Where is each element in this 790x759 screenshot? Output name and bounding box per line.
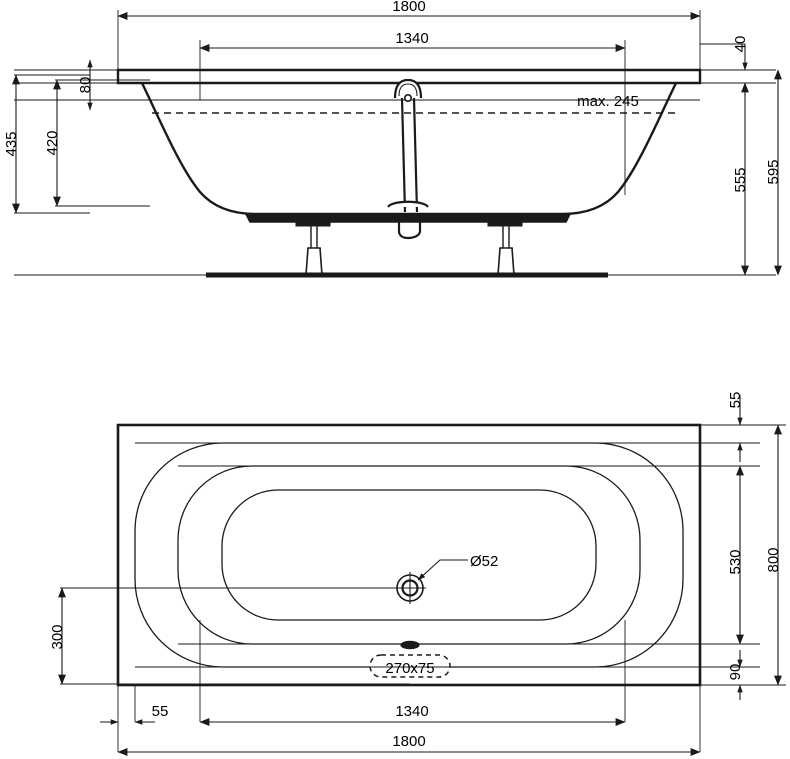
elevation-view xyxy=(12,10,782,278)
tub-wall-right xyxy=(561,82,678,216)
label-plan-300: 300 xyxy=(49,624,66,649)
label-plan-530: 530 xyxy=(727,549,744,574)
tub-wall-left xyxy=(140,82,257,216)
waste-flange xyxy=(387,200,429,208)
label-max-water-level: max. 245 xyxy=(577,93,639,110)
plan-extension-lines xyxy=(60,395,786,752)
leg-bracket-right xyxy=(487,221,523,227)
label-elevation-555: 555 xyxy=(732,167,749,192)
label-overflow-cutout: 270x75 xyxy=(385,660,434,677)
leg-right-foot xyxy=(497,247,515,276)
plan-dimension-lines xyxy=(58,395,782,756)
label-elevation-40: 40 xyxy=(732,36,749,53)
label-elevation-1340: 1340 xyxy=(395,30,428,47)
elevation-dimension-lines xyxy=(12,12,782,276)
label-elevation-420: 420 xyxy=(44,130,61,155)
leg-left-foot xyxy=(305,247,323,276)
label-plan-800: 800 xyxy=(765,547,782,572)
label-elevation-1800: 1800 xyxy=(392,0,425,15)
label-elevation-595: 595 xyxy=(765,159,782,184)
overflow-slot-symbol xyxy=(400,640,420,650)
label-elevation-435: 435 xyxy=(3,131,20,156)
label-elevation-80: 80 xyxy=(77,77,94,94)
leg-right-upper xyxy=(502,222,510,248)
overflow-cutout-outline xyxy=(369,654,451,678)
plan-bottom-outline xyxy=(221,489,597,621)
drain-leader-line xyxy=(417,559,468,581)
label-plan-55-left: 55 xyxy=(152,703,169,720)
overflow-pipe xyxy=(400,97,419,213)
overflow-dome-inner xyxy=(398,83,418,97)
leg-bracket-left xyxy=(295,221,331,227)
overflow-hole xyxy=(403,94,412,103)
support-frame xyxy=(14,213,776,278)
overflow-dome xyxy=(393,78,423,99)
label-plan-1340: 1340 xyxy=(395,703,428,720)
leg-left-upper xyxy=(310,222,318,248)
label-drain-diameter: Ø52 xyxy=(470,553,498,570)
label-plan-90: 90 xyxy=(727,664,744,681)
elevation-extension-lines xyxy=(14,10,776,214)
frame-bar xyxy=(244,213,572,223)
label-plan-55-top: 55 xyxy=(727,392,744,409)
plan-view xyxy=(58,395,786,756)
label-plan-1800: 1800 xyxy=(392,733,425,750)
